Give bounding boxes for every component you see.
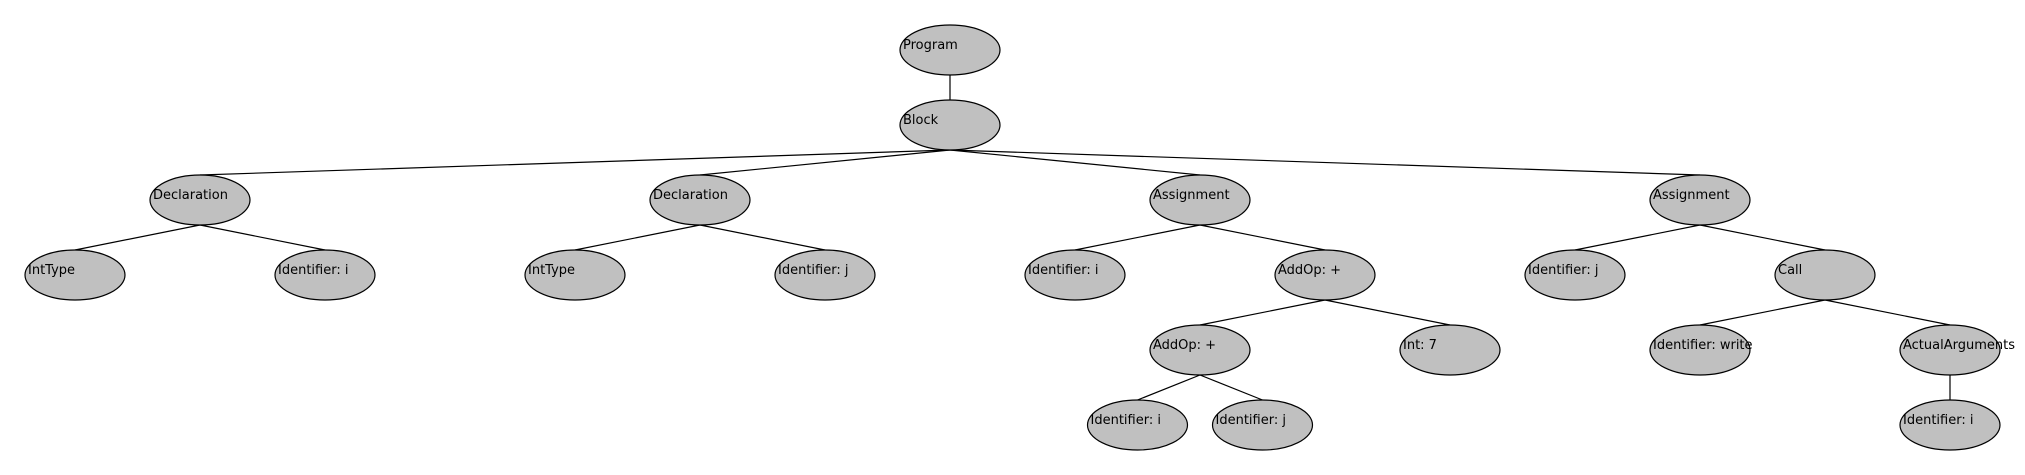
tree-edge — [1199, 224, 1326, 251]
tree-node-identifier-j-8: Identifier: j — [1211, 399, 1314, 451]
tree-edge — [949, 149, 1701, 176]
tree-edge — [1324, 299, 1451, 326]
tree-node-label: Identifier: i — [1091, 413, 1161, 428]
tree-node-label: Int: 7 — [1403, 338, 1437, 353]
tree-edge — [199, 224, 326, 251]
tree-node-identifier-j-13: Identifier: j — [1524, 249, 1626, 301]
tree-node-call-17: Call — [1774, 249, 1876, 301]
tree-node-ellipse — [1899, 399, 2001, 451]
tree-node-ellipse — [1211, 399, 1314, 451]
tree-node-ellipse — [774, 249, 876, 301]
tree-node-label: Assignment — [1653, 188, 1730, 203]
tree-node-assignment-18: Assignment — [1649, 174, 1751, 226]
tree-node-label: Declaration — [153, 188, 228, 203]
tree-node-identifier-i-15: Identifier: i — [1899, 399, 2001, 451]
tree-node-block-19: Block — [899, 99, 1001, 151]
tree-edge — [574, 224, 701, 251]
tree-node-program-20: Program — [899, 24, 1001, 76]
tree-node-addop-9: AddOp: + — [1149, 324, 1251, 376]
tree-node-identifier-i-6: Identifier: i — [1024, 249, 1126, 301]
tree-edge — [699, 149, 951, 176]
tree-node-ellipse — [899, 24, 1001, 76]
tree-node-ellipse — [1149, 174, 1251, 226]
tree-node-label: Declaration — [653, 188, 728, 203]
tree-node-ellipse — [649, 174, 751, 226]
tree-node-label: IntType — [28, 263, 75, 278]
tree-node-identifier-i-1: Identifier: i — [274, 249, 376, 301]
tree-node-identifier-write-14: Identifier: write — [1649, 324, 1753, 376]
tree-node-ellipse — [1774, 249, 1876, 301]
tree-node-label: AddOp: + — [1278, 263, 1341, 278]
tree-node-label: ActualArguments — [1903, 338, 2015, 353]
tree-edge — [199, 149, 951, 176]
tree-node-label: Identifier: i — [1028, 263, 1098, 278]
tree-node-label: Identifier: j — [1216, 413, 1286, 428]
tree-edge — [1824, 299, 1951, 326]
tree-node-actualarguments-16: ActualArguments — [1899, 324, 2015, 376]
tree-node-label: Identifier: write — [1653, 338, 1753, 353]
tree-node-inttype-0: IntType — [24, 249, 126, 301]
tree-node-int-7-10: Int: 7 — [1399, 324, 1501, 376]
tree-node-declaration-5: Declaration — [649, 174, 751, 226]
tree-edge — [949, 149, 1201, 176]
tree-node-label: Block — [903, 113, 939, 128]
tree-node-ellipse — [1899, 324, 2001, 376]
tree-edge — [1699, 224, 1826, 251]
tree-edge — [1574, 224, 1701, 251]
tree-node-label: IntType — [528, 263, 575, 278]
tree-edge — [1199, 299, 1326, 326]
tree-node-label: AddOp: + — [1153, 338, 1216, 353]
tree-edge — [1074, 224, 1201, 251]
tree-node-label: Program — [903, 38, 958, 53]
tree-node-ellipse — [1649, 324, 1751, 376]
tree-node-label: Assignment — [1153, 188, 1230, 203]
tree-edges — [74, 75, 1951, 401]
tree-node-identifier-i-7: Identifier: i — [1086, 399, 1189, 451]
tree-node-ellipse — [1524, 249, 1626, 301]
tree-node-label: Identifier: j — [1528, 263, 1598, 278]
tree-edge — [1199, 374, 1263, 401]
tree-node-ellipse — [1399, 324, 1501, 376]
tree-node-ellipse — [1086, 399, 1189, 451]
tree-edge — [1137, 374, 1201, 401]
tree-node-ellipse — [1649, 174, 1751, 226]
tree-node-ellipse — [1274, 249, 1376, 301]
tree-edge — [1699, 299, 1826, 326]
tree-edge — [699, 224, 826, 251]
tree-node-label: Identifier: j — [778, 263, 848, 278]
tree-node-addop-11: AddOp: + — [1274, 249, 1376, 301]
tree-node-ellipse — [274, 249, 376, 301]
tree-node-ellipse — [899, 99, 1001, 151]
tree-node-declaration-2: Declaration — [149, 174, 251, 226]
tree-node-label: Call — [1778, 263, 1802, 278]
tree-node-ellipse — [1149, 324, 1251, 376]
tree-node-label: Identifier: i — [278, 263, 348, 278]
tree-node-ellipse — [1024, 249, 1126, 301]
tree-node-label: Identifier: i — [1903, 413, 1973, 428]
tree-node-assignment-12: Assignment — [1149, 174, 1251, 226]
tree-node-inttype-3: IntType — [524, 249, 626, 301]
tree-node-ellipse — [524, 249, 626, 301]
tree-node-ellipse — [149, 174, 251, 226]
tree-node-ellipse — [24, 249, 126, 301]
tree-node-identifier-j-4: Identifier: j — [774, 249, 876, 301]
tree-edge — [74, 224, 201, 251]
